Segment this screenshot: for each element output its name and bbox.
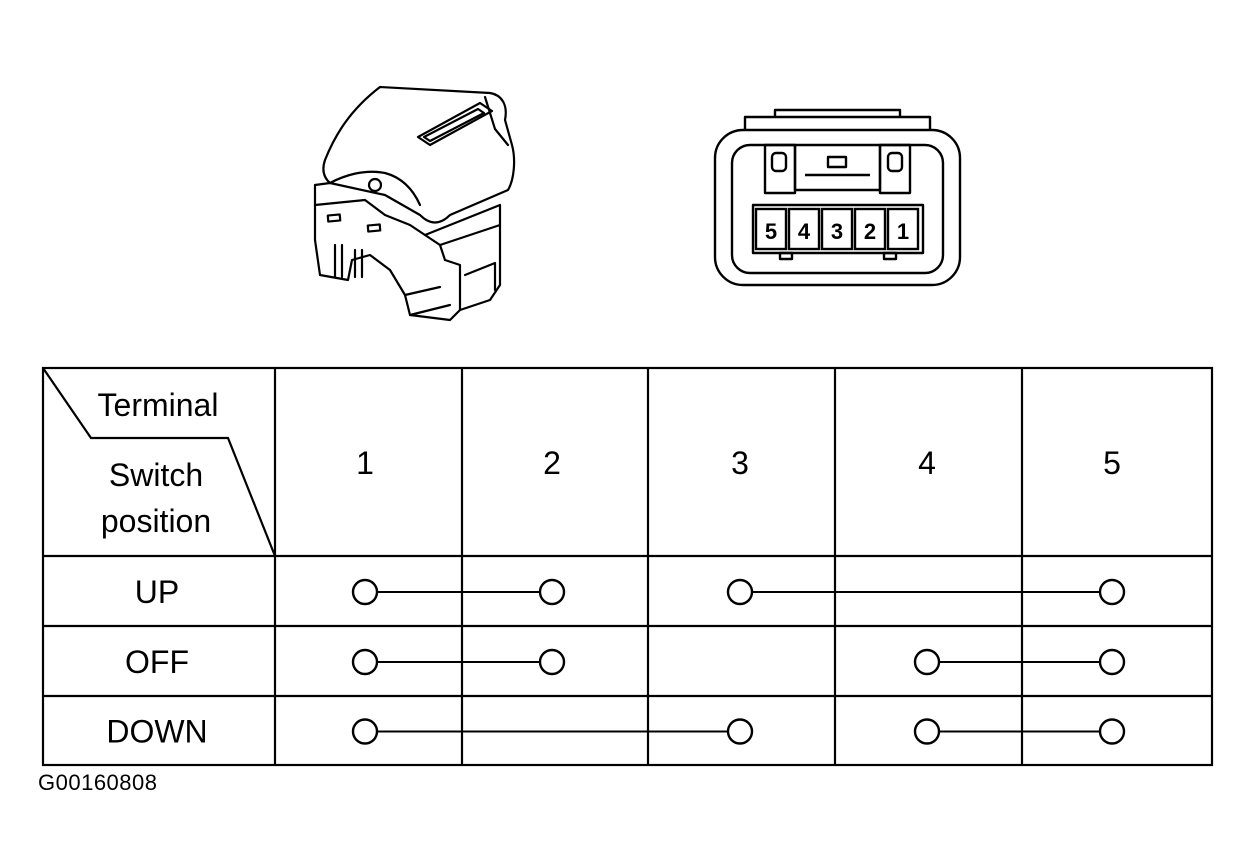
figure-code: G00160808 <box>38 770 158 795</box>
terminal-node-4 <box>913 648 941 676</box>
table-header: Terminal Switch position 1 2 3 4 5 <box>98 387 1121 539</box>
connector-pin-number-5: 5 <box>765 219 777 244</box>
terminal-label-2: 2 <box>543 445 561 481</box>
connector-pin-number-3: 3 <box>831 219 843 244</box>
terminal-node-5 <box>1098 718 1126 745</box>
terminal-label-3: 3 <box>731 445 749 481</box>
terminal-number-labels: 1 2 3 4 5 <box>356 445 1121 481</box>
continuity-off-4-5 <box>913 648 1126 676</box>
terminal-node-1 <box>351 578 379 606</box>
table-border <box>41 366 1214 767</box>
continuity-down-1-3 <box>351 718 754 745</box>
continuity-up-3-5 <box>726 578 1126 606</box>
terminal-label-5: 5 <box>1103 445 1121 481</box>
connector-pin-number-1: 1 <box>897 219 909 244</box>
terminal-node-4 <box>913 718 941 745</box>
switch-position-labels: UP OFF DOWN <box>106 574 207 750</box>
terminal-node-3 <box>726 718 754 745</box>
connector-pin-cell-2 <box>853 207 887 251</box>
terminal-node-2 <box>538 578 566 606</box>
header-diagonal-divider <box>42 367 277 557</box>
terminal-label-1: 1 <box>356 445 374 481</box>
terminal-node-5 <box>1098 648 1126 676</box>
continuity-off-1-2 <box>351 648 566 676</box>
connector-pin-number-2: 2 <box>864 219 876 244</box>
terminal-node-5 <box>1098 578 1126 606</box>
table-grid <box>41 366 1214 767</box>
switch-position-up: UP <box>135 574 179 610</box>
connector-pin-cell-4 <box>787 207 821 251</box>
terminal-header-label: Terminal <box>98 387 219 423</box>
continuity-up-1-2 <box>351 578 566 606</box>
connector-pin-cell-5 <box>754 207 788 251</box>
switch-position-header-label-line1: Switch <box>109 457 203 493</box>
terminal-label-4: 4 <box>918 445 936 481</box>
terminal-node-3 <box>726 578 754 606</box>
connector-pin-number-4: 4 <box>798 219 811 244</box>
switch-position-header-label-line2: position <box>101 503 211 539</box>
terminal-node-2 <box>538 648 566 676</box>
switch-position-off: OFF <box>125 644 189 680</box>
connector-pin-cell-3 <box>820 207 854 251</box>
terminal-node-1 <box>351 648 379 676</box>
power-window-switch-illustration <box>313 85 516 322</box>
terminal-node-1 <box>351 718 379 745</box>
continuity-connections <box>351 578 1126 745</box>
continuity-down-4-5 <box>913 718 1126 745</box>
connector-pin-cell-1 <box>886 207 920 251</box>
switch-position-down: DOWN <box>106 714 207 750</box>
